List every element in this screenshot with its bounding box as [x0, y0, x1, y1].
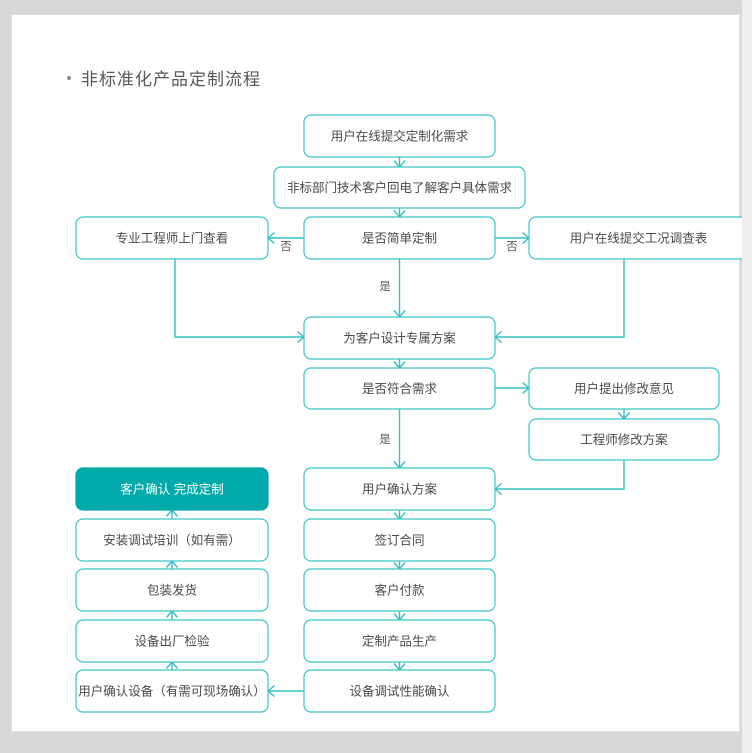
edge-line — [495, 460, 625, 490]
flow-node-box[interactable] — [528, 418, 720, 461]
flow-node-box[interactable] — [303, 467, 496, 511]
flow-node[interactable]: 用户确认方案 — [303, 467, 496, 511]
flow-edge — [174, 259, 306, 344]
flow-edge — [493, 460, 625, 496]
flow-node-label: 用户在线提交工况调查表 — [570, 230, 708, 245]
flow-node-label: 非标部门技术客户回电了解客户具体需求 — [287, 180, 513, 195]
flow-edge — [393, 157, 406, 169]
edge-line — [174, 259, 304, 338]
flow-node[interactable]: 用户确认设备（有需可现场确认） — [75, 669, 269, 713]
page-title: 非标准化产品定制流程 — [67, 65, 261, 90]
flow-node-label: 安装调试培训（如有需） — [103, 532, 241, 547]
flow-node-box-highlighted[interactable] — [75, 467, 269, 511]
flow-node[interactable]: 为客户设计专属方案 — [303, 316, 496, 360]
flow-node-label: 用户确认设备（有需可现场确认） — [78, 683, 266, 698]
flow-edge — [393, 561, 406, 571]
flow-node-label: 工程师修改方案 — [580, 432, 668, 447]
window-scrollbar[interactable] — [742, 0, 752, 753]
flow-node-box[interactable] — [75, 619, 269, 663]
edge-label: 是 — [379, 280, 391, 293]
bullet-dot-icon — [67, 75, 71, 80]
flow-node[interactable]: 签订合同 — [303, 518, 496, 562]
flow-node-box[interactable] — [303, 114, 496, 158]
flow-node[interactable]: 用户在线提交工况调查表 — [528, 216, 749, 260]
content-card: 非标准化产品定制流程 用户在线提交定制化需求非标部门技术客户回电了解客户具体需求… — [11, 14, 749, 732]
flow-edge — [165, 508, 179, 519]
flow-node[interactable]: 用户提出修改意见 — [528, 367, 720, 410]
flow-node-label: 签订合同 — [374, 532, 424, 547]
flow-edge — [393, 259, 406, 319]
flow-node[interactable]: 设备出厂检验 — [75, 619, 269, 663]
flow-node-box[interactable] — [75, 568, 269, 612]
flow-node-label: 定制产品生产 — [362, 633, 437, 648]
flow-node[interactable]: 客户付款 — [303, 568, 496, 612]
flow-edge — [495, 381, 531, 395]
flow-edge — [393, 662, 406, 672]
flow-node[interactable]: 设备调试性能确认 — [303, 669, 496, 713]
flow-edge — [165, 609, 179, 620]
flow-node[interactable]: 是否简单定制 — [303, 216, 496, 260]
flow-node-label: 客户付款 — [374, 582, 425, 597]
edge-line — [495, 259, 625, 338]
flow-node-box[interactable] — [303, 367, 496, 410]
flow-node[interactable]: 非标部门技术客户回电了解客户具体需求 — [273, 166, 526, 209]
flow-node-label: 用户提出修改意见 — [574, 381, 674, 396]
flow-node-box[interactable] — [303, 619, 496, 663]
edge-label: 是 — [379, 433, 391, 446]
flow-edge — [393, 208, 406, 219]
flow-node-box[interactable] — [75, 216, 269, 260]
flow-node[interactable]: 用户在线提交定制化需求 — [303, 114, 496, 158]
flow-edge — [393, 359, 406, 370]
page-title-text: 非标准化产品定制流程 — [81, 70, 261, 89]
flow-node-box[interactable] — [528, 367, 720, 410]
flow-node-label: 专业工程师上门查看 — [116, 230, 229, 245]
flow-node-label: 是否符合需求 — [362, 381, 438, 396]
flow-node[interactable]: 是否符合需求 — [303, 367, 496, 410]
flow-edge — [617, 409, 631, 421]
flow-edge — [165, 660, 179, 670]
flowchart-edges — [165, 157, 631, 698]
flow-node-label: 设备调试性能确认 — [349, 683, 450, 698]
flow-node-box[interactable] — [75, 669, 269, 713]
flow-node-box[interactable] — [303, 216, 496, 260]
flow-node-label: 客户确认 完成定制 — [120, 481, 223, 496]
flow-node-label: 为客户设计专属方案 — [343, 330, 456, 345]
flow-node-box[interactable] — [303, 669, 496, 713]
flow-edge — [393, 611, 406, 622]
flow-node-label: 用户在线提交定制化需求 — [331, 128, 469, 143]
flow-node-box[interactable] — [303, 518, 496, 562]
flow-edge — [493, 259, 625, 344]
edge-label: 否 — [506, 241, 518, 253]
flow-node-label: 设备出厂检验 — [134, 633, 210, 648]
flow-node-box[interactable] — [273, 166, 526, 209]
flow-node-box[interactable] — [75, 518, 269, 562]
flow-node-box[interactable] — [303, 316, 496, 360]
flow-node-label: 是否简单定制 — [362, 230, 437, 245]
flow-node[interactable]: 工程师修改方案 — [528, 418, 720, 461]
flow-node[interactable]: 定制产品生产 — [303, 619, 496, 663]
flow-edge — [165, 559, 179, 569]
flow-edge — [266, 684, 304, 698]
flow-node[interactable]: 客户确认 完成定制 — [75, 467, 269, 511]
flow-node-label: 用户确认方案 — [362, 481, 438, 496]
flow-node-label: 包装发货 — [147, 582, 197, 597]
flowchart-edge-labels: 否否是是 — [280, 241, 518, 446]
flow-node[interactable]: 专业工程师上门查看 — [75, 216, 269, 260]
flow-edge — [393, 409, 406, 470]
flow-node-box[interactable] — [303, 568, 496, 612]
flow-edge — [393, 510, 406, 521]
flow-node[interactable]: 安装调试培训（如有需） — [75, 518, 269, 562]
flow-node[interactable]: 包装发货 — [75, 568, 269, 612]
edge-label: 否 — [280, 241, 292, 253]
